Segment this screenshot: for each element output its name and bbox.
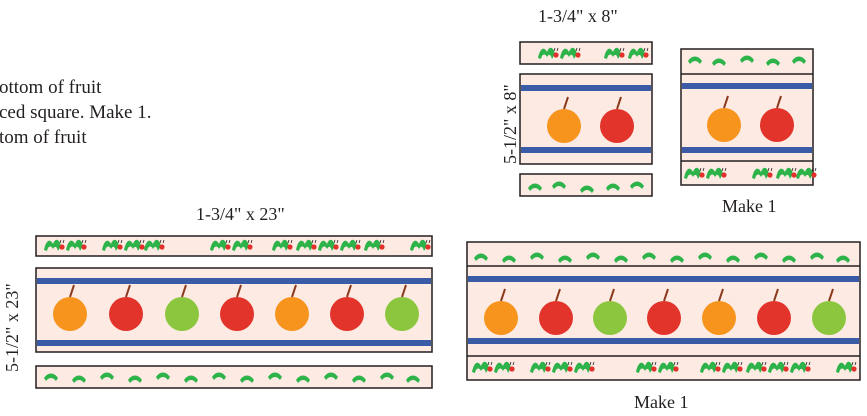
fruit-orange (547, 109, 581, 143)
large-bottom-strip (35, 365, 433, 389)
small-unsewn-pieces (519, 41, 653, 197)
large-sewn-block (466, 241, 861, 381)
small-bottom-blue-stripe (521, 147, 651, 153)
large-make-label: Make 1 (634, 392, 689, 412)
small-top-strip (519, 41, 653, 65)
instruction-line-1: ottom of fruit (0, 77, 102, 98)
fruit-red (600, 109, 634, 143)
instruction-line-2: ced square. Make 1. (0, 102, 152, 123)
large-strip-dimension-label: 1-3/4" x 23" (196, 204, 285, 224)
instruction-line-3: tom of fruit (0, 127, 87, 148)
small-top-blue-stripe (521, 85, 651, 91)
large-unsewn-pieces (35, 235, 433, 389)
small-make-label: Make 1 (722, 196, 777, 216)
small-bottom-strip (519, 173, 653, 197)
small-strip-dimension-label: 1-3/4" x 8" (538, 6, 618, 26)
small-sewn-block (680, 48, 817, 186)
